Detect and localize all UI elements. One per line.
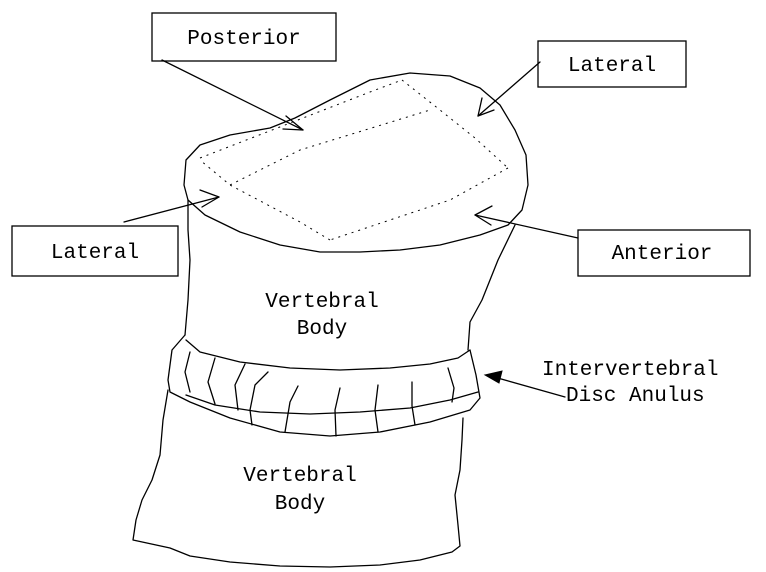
- anterior-arrow: [475, 206, 578, 238]
- posterior-label: Posterior: [187, 28, 300, 51]
- disc-label-line1: Intervertebral: [542, 359, 718, 382]
- disc-label-line2: Disc Anulus: [566, 385, 705, 408]
- vertebral-endplate: [184, 73, 528, 252]
- lateral-left-arrow: [124, 190, 219, 222]
- lower-body-label-line2: Body: [275, 493, 325, 516]
- lateral-right-label: Lateral: [568, 55, 656, 78]
- posterior-arrow: [162, 60, 303, 130]
- upper-body-label-line1: Vertebral: [265, 291, 378, 314]
- intervertebral-disc: [168, 335, 480, 436]
- lateral-right-arrow: [478, 62, 540, 116]
- lower-body-label-line1: Vertebral: [243, 465, 356, 488]
- upper-vertebral-body: [185, 200, 190, 335]
- lateral-left-label: Lateral: [51, 242, 139, 265]
- anterior-label: Anterior: [612, 243, 713, 266]
- upper-body-label-line2: Body: [297, 318, 347, 341]
- endplate-dotted-outline: [200, 80, 508, 240]
